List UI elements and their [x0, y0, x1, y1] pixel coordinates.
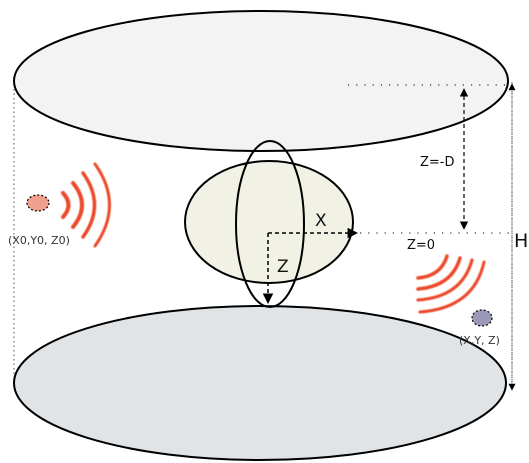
- source-wave-icon: [61, 162, 111, 248]
- source-dot: [26, 194, 50, 212]
- z-minus-d-label: Z=-D: [420, 155, 455, 170]
- source-coords-label: (X0,Y0, Z0): [8, 234, 70, 247]
- x-axis-label: X: [315, 211, 327, 231]
- receiver-wave-icon: [416, 254, 486, 314]
- bottom-disc: [13, 305, 507, 461]
- z-zero-label: Z=0: [407, 238, 435, 253]
- receiver-dot: [471, 309, 493, 327]
- h-label: H: [514, 230, 528, 252]
- sphere: [184, 160, 354, 284]
- top-disc: [13, 10, 509, 152]
- z-axis-label: Z: [277, 257, 289, 277]
- receiver-coords-label: (X,Y, Z): [459, 334, 500, 347]
- sphere-meridian: [235, 140, 305, 308]
